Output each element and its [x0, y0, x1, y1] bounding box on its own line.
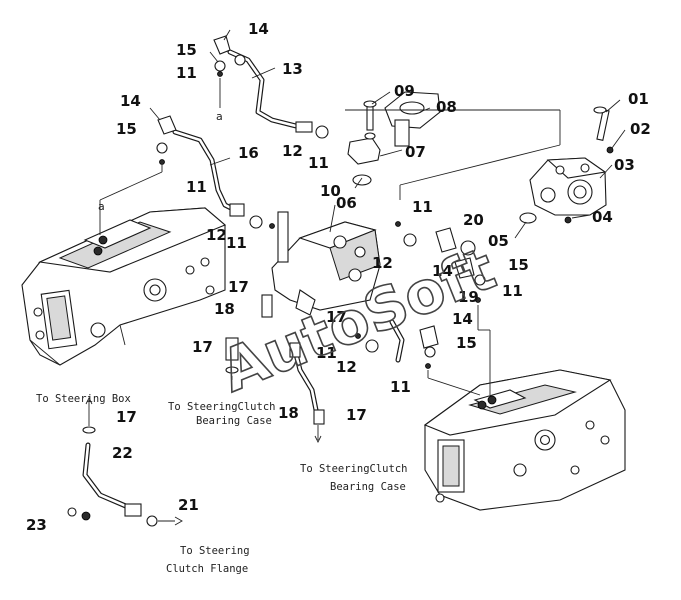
- callout-label: 12: [206, 226, 227, 244]
- callout-label: 17: [116, 408, 137, 426]
- note-steering-box: To Steering Box: [36, 393, 131, 405]
- note-clutch-flange-line1: To Steering: [180, 545, 250, 557]
- bolts: [363, 100, 614, 154]
- callout-label: 15: [508, 256, 529, 274]
- callout-label: 17: [228, 278, 249, 296]
- callout-label: 09: [394, 82, 415, 100]
- callout-label: 07: [405, 143, 426, 161]
- callout-label: 08: [436, 98, 457, 116]
- pump-assembly: [519, 157, 607, 224]
- callout-label: 02: [630, 120, 651, 138]
- callout-label: 18: [278, 404, 299, 422]
- callout-label: 19: [458, 288, 479, 306]
- leader-lines: [85, 29, 626, 526]
- callout-label: 17: [326, 308, 347, 326]
- callout-label: 01: [628, 90, 649, 108]
- callout-label: 12: [282, 142, 303, 160]
- note-clutch-case-right-line1: To SteeringClutch: [300, 463, 407, 475]
- callout-label: 11: [412, 198, 433, 216]
- callout-label: 15: [456, 334, 477, 352]
- callout-label: 06: [336, 194, 357, 212]
- callout-label: 10: [320, 182, 341, 200]
- callout-label: 12: [336, 358, 357, 376]
- callout-label: 12: [372, 254, 393, 272]
- callout-label: 11: [308, 154, 329, 172]
- pipe-18: [289, 342, 325, 425]
- callout-label: 11: [316, 344, 337, 362]
- callout-label: 03: [614, 156, 635, 174]
- callout-label: 16: [238, 144, 259, 162]
- callout-label: 11: [186, 178, 207, 196]
- fitting-10: [347, 137, 381, 186]
- callout-numbers: 14 15 11 13 14 15 16 11 09 08 12 11 07 1…: [26, 20, 651, 534]
- callout-label: 05: [488, 232, 509, 250]
- callout-label: 15: [176, 41, 197, 59]
- destination-notes: To Steering Box To SteeringClutch Bearin…: [36, 393, 407, 575]
- pipe-22: [67, 442, 158, 527]
- callout-label: 14: [432, 262, 453, 280]
- callout-label: 15: [116, 120, 137, 138]
- callout-label: 13: [282, 60, 303, 78]
- callout-label: 20: [463, 211, 484, 229]
- callout-label: 17: [346, 406, 367, 424]
- callout-label: 14: [120, 92, 141, 110]
- right-housing: [423, 369, 626, 511]
- callout-label: 11: [390, 378, 411, 396]
- pointer-letter: a: [98, 200, 105, 213]
- valve-body: [271, 211, 381, 316]
- note-clutch-flange-line2: Clutch Flange: [166, 563, 248, 575]
- fittings: [82, 35, 486, 434]
- callout-label: 11: [176, 64, 197, 82]
- note-clutch-case-left-line2: Bearing Case: [196, 415, 272, 427]
- pipe-16: [172, 129, 245, 217]
- pipe-13: [227, 49, 313, 133]
- callout-label: 14: [248, 20, 269, 38]
- pointer-letter: a: [216, 110, 223, 123]
- callout-label: 14: [452, 310, 473, 328]
- left-housing: [21, 207, 227, 366]
- note-clutch-case-right-line2: Bearing Case: [330, 481, 406, 493]
- flange-08: [384, 91, 441, 147]
- callout-label: 11: [226, 234, 247, 252]
- callout-label: 22: [112, 444, 133, 462]
- callout-label: 04: [592, 208, 613, 226]
- callout-label: 17: [192, 338, 213, 356]
- note-clutch-case-left-line1: To SteeringClutch: [168, 401, 275, 413]
- callout-label: 21: [178, 496, 199, 514]
- callout-label: 11: [502, 282, 523, 300]
- callout-label: 23: [26, 516, 47, 534]
- callout-label: 18: [214, 300, 235, 318]
